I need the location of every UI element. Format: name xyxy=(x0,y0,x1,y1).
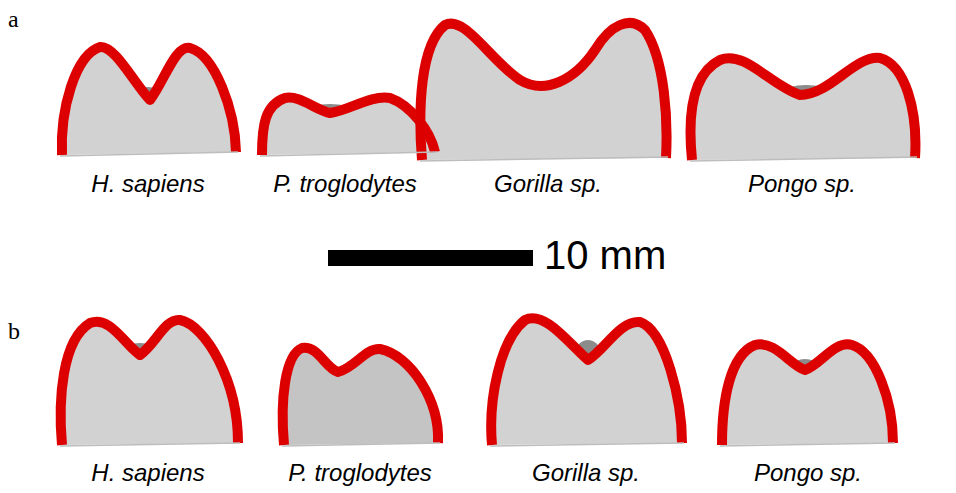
species-name: Gorilla sp. xyxy=(494,170,602,198)
panel-letter: a xyxy=(8,6,19,34)
scale-bar xyxy=(328,250,533,266)
dentin xyxy=(61,23,916,445)
species-name: Pongo sp. xyxy=(754,459,862,487)
species-name: P. troglodytes xyxy=(288,459,432,487)
species-name: Pongo sp. xyxy=(748,170,856,198)
species-name: H. sapiens xyxy=(91,459,204,487)
panel-letter: b xyxy=(8,318,20,346)
cervical-lines xyxy=(60,152,917,446)
scale-label: 10 mm xyxy=(544,232,666,278)
species-name: H. sapiens xyxy=(91,170,204,198)
species-name: Gorilla sp. xyxy=(532,459,640,487)
enamel xyxy=(61,23,916,445)
species-name: P. troglodytes xyxy=(273,170,417,198)
